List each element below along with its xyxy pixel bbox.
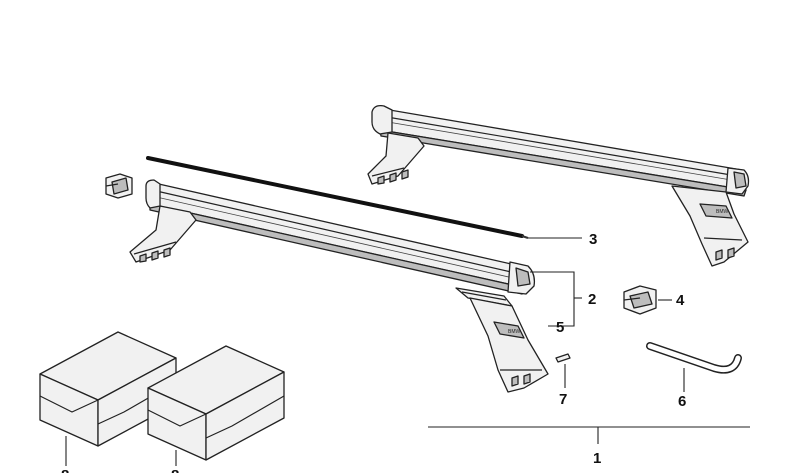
callout-6: 6 [678, 393, 686, 410]
callout-5: 5 [556, 319, 564, 336]
svg-text:BMW: BMW [716, 209, 729, 215]
box-left [39, 331, 177, 447]
end-cap-right [623, 285, 657, 315]
rear-left-foot [367, 132, 425, 185]
box-right [147, 345, 285, 461]
callout-1: 1 [593, 450, 601, 467]
svg-text:BMW: BMW [508, 329, 521, 335]
locking-pin [555, 353, 571, 363]
front-crossbar [145, 179, 536, 295]
front-left-foot [129, 205, 197, 263]
rubber-strip [146, 156, 529, 239]
end-cap-left [105, 173, 133, 199]
rear-right-foot: BMW [671, 185, 749, 267]
callout-3: 3 [589, 231, 597, 248]
callout-8-left: 8 [61, 467, 69, 473]
leader-lines [65, 237, 750, 466]
clamp-foot: BMW [455, 287, 549, 393]
callout-7: 7 [559, 391, 567, 408]
callout-2: 2 [588, 291, 596, 308]
hex-key [646, 342, 742, 374]
callout-8-right: 8 [171, 467, 179, 473]
rear-crossbar [371, 104, 750, 197]
callout-4: 4 [676, 292, 685, 309]
